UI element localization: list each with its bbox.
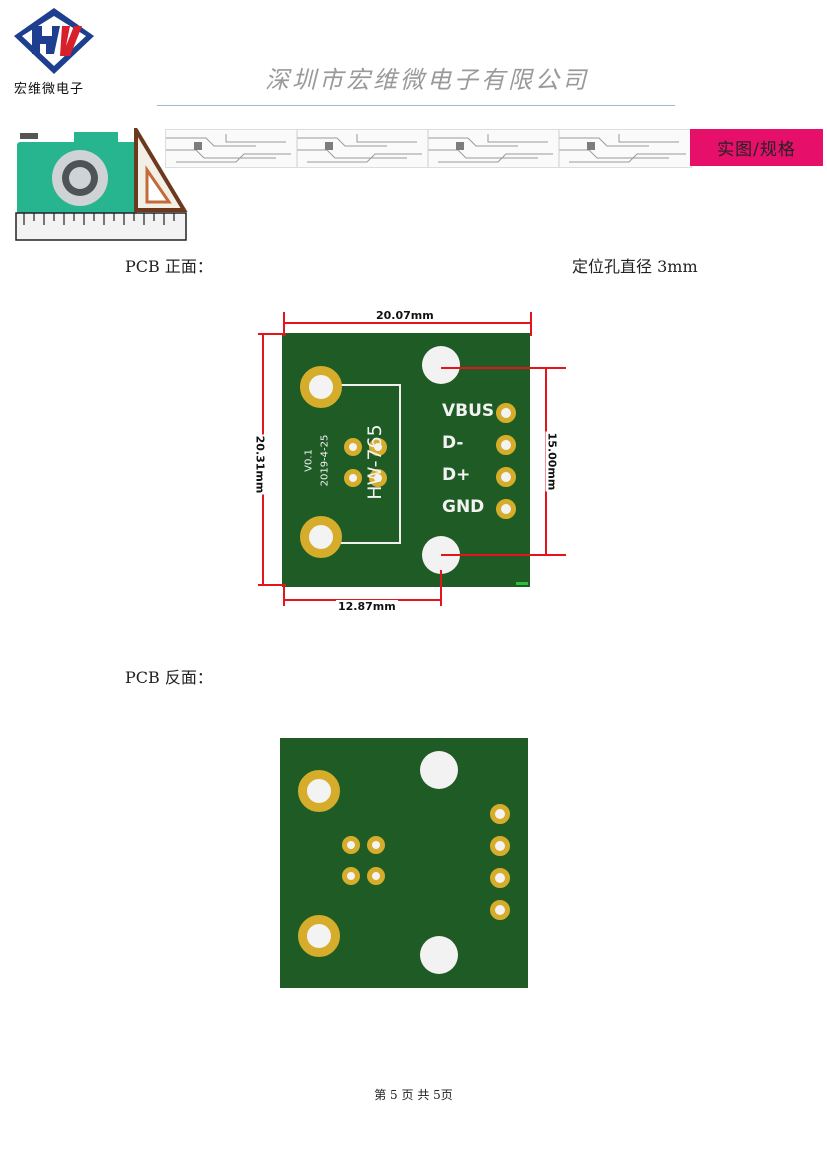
- pcb-front-label: PCB 正面：: [125, 257, 213, 276]
- header-pin: [490, 868, 510, 888]
- header-pin: [490, 900, 510, 920]
- usb-shell-pad-top: [298, 770, 340, 812]
- header-pin-vbus: [496, 403, 516, 423]
- pcb-back-label: PCB 反面：: [125, 668, 213, 687]
- logo-caption: 宏维微电子: [14, 82, 85, 97]
- header-divider: [157, 105, 675, 106]
- usb-signal-pad: [367, 836, 385, 854]
- company-name: 深圳市宏维微电子有限公司: [265, 66, 589, 94]
- usb-shell-pad-bottom: [298, 915, 340, 957]
- header-pin-gnd: [496, 499, 516, 519]
- mounting-hole-top: [422, 346, 460, 384]
- pin-label-dplus: D+: [442, 465, 471, 485]
- dim-height: 20.31mm: [253, 434, 267, 495]
- mounting-hole-bottom: [420, 936, 458, 974]
- pin-label-gnd: GND: [442, 497, 485, 517]
- usb-shell-pad-bottom: [300, 516, 342, 558]
- usb-signal-pad: [369, 438, 387, 456]
- green-marker: [516, 582, 528, 585]
- usb-signal-pad: [344, 438, 362, 456]
- pin-label-vbus: VBUS: [442, 401, 495, 421]
- header-pin-dminus: [496, 435, 516, 455]
- dim-offset: 12.87mm: [336, 600, 398, 613]
- page-number: 第 5 页 共 5页: [374, 1088, 453, 1102]
- header-pin-dplus: [496, 467, 516, 487]
- usb-shell-pad-top: [300, 366, 342, 408]
- usb-outline-silkscreen: [320, 384, 401, 544]
- pcb-trace-banner: [165, 129, 692, 168]
- usb-signal-pad: [369, 469, 387, 487]
- usb-signal-pad: [344, 469, 362, 487]
- usb-signal-pad: [342, 836, 360, 854]
- mounting-hole-note: 定位孔直径 3mm: [572, 257, 698, 276]
- pin-label-dminus: D-: [442, 433, 464, 453]
- mounting-hole-top: [420, 751, 458, 789]
- usb-signal-pad: [367, 867, 385, 885]
- section-tab-specs: 实图/规格: [690, 129, 823, 166]
- company-logo: [12, 6, 96, 76]
- camera-ruler-icon: [14, 122, 189, 243]
- header-pin: [490, 836, 510, 856]
- dim-hole-spacing: 15.00mm: [545, 431, 559, 492]
- usb-signal-pad: [342, 867, 360, 885]
- dim-width: 20.07mm: [374, 309, 436, 322]
- pcb-back-image: [280, 738, 528, 988]
- header-pin: [490, 804, 510, 824]
